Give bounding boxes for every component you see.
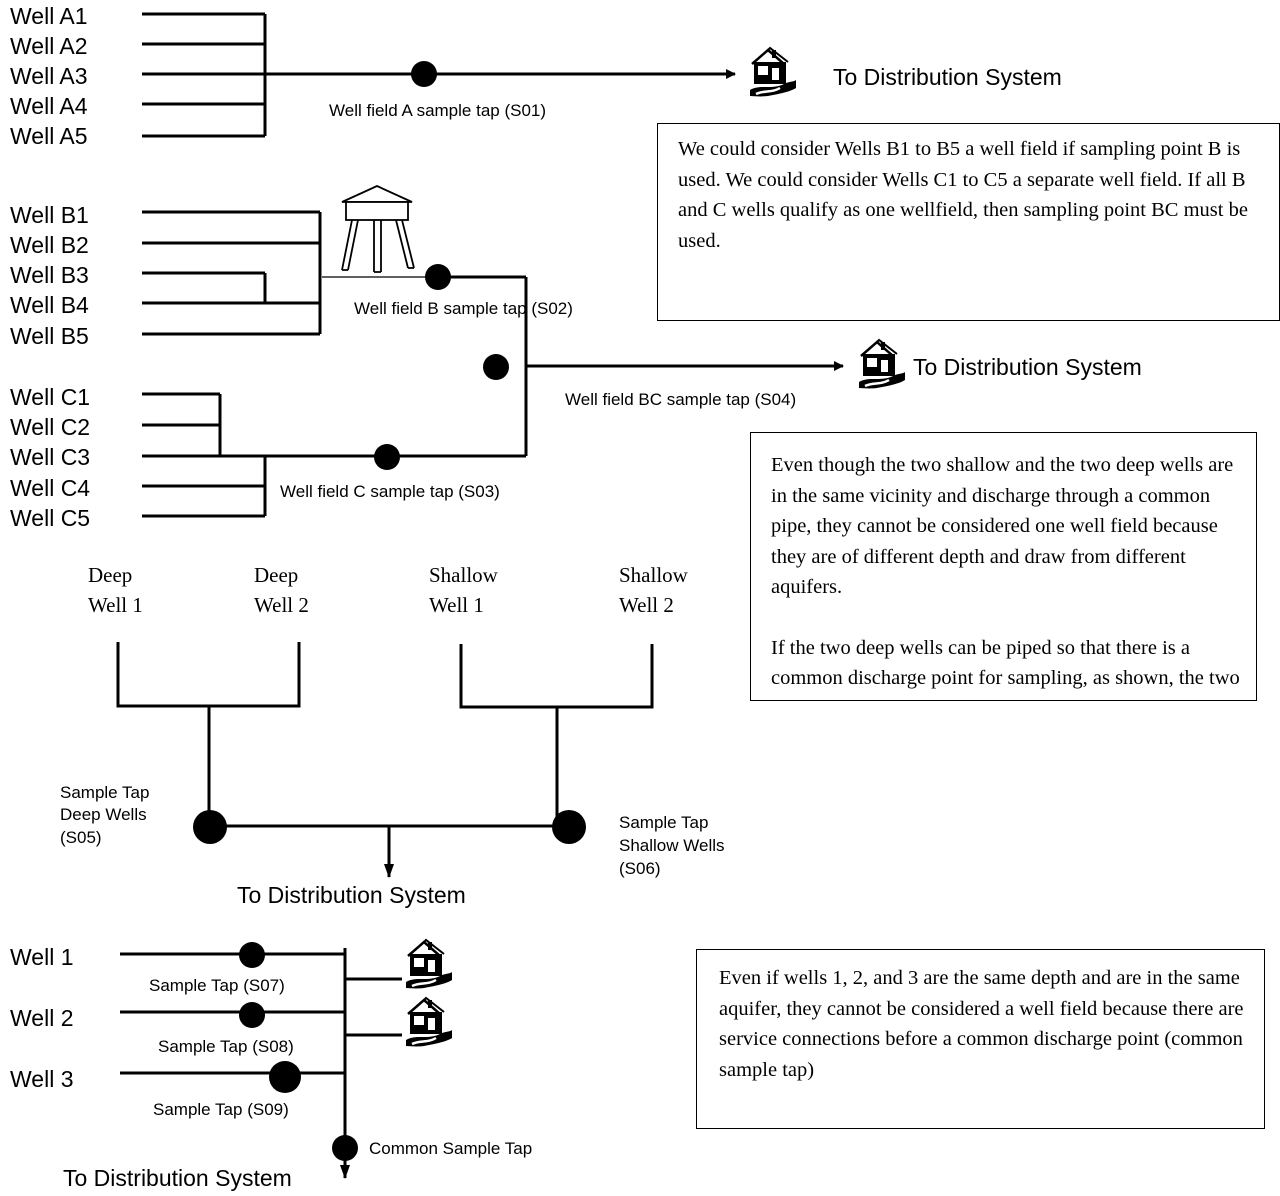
svg-text:Well A3: Well A3 [10,63,88,89]
well-label-c4: Well C4 [10,475,90,501]
deep-well-2-label: Deep Well 2 [254,563,309,617]
well-label-c2: Well C2 [10,414,90,440]
destination-label-a: To Distribution System [833,64,1062,90]
sample-tap-s01 [411,61,437,87]
sample-tap-s02 [425,264,451,290]
pipe-network-c [142,392,526,518]
common-sample-tap-label: Common Sample Tap [369,1139,532,1158]
svg-text:Well A1: Well A1 [10,3,88,29]
well-label-a5: Well A5 [10,123,88,149]
sample-tap-s05 [193,810,227,844]
svg-text:Well 2: Well 2 [619,593,674,617]
sample-tap-s09 [269,1061,301,1093]
pipe-network-depth [116,642,654,878]
well-label-c1: Well C1 [10,384,90,410]
well-label-b5: Well B5 [10,323,89,349]
note-depth-paragraph-2: If the two deep wells can be piped so th… [771,636,1240,701]
well-label-3: Well 3 [10,1066,74,1092]
svg-text:Sample Tap: Sample Tap [60,783,149,802]
well-label-a3: Well A3 [10,63,88,89]
destination-label-bc: To Distribution System [913,354,1142,380]
sample-tap-s06 [552,810,586,844]
destination-label-service: To Distribution System [63,1165,292,1191]
note-box-depth: Even though the two shallow and the two … [750,432,1257,701]
well-label-b3: Well B3 [10,262,89,288]
sample-tap-s04-label: Well field BC sample tap (S04) [565,390,796,409]
well-label-a1: Well A1 [10,3,88,29]
note-service-text: Even if wells 1, 2, and 3 are the same d… [719,967,1244,1081]
sample-tap-s07-label: Sample Tap (S07) [149,976,285,995]
common-sample-tap [332,1135,358,1161]
sample-tap-s09-label: Sample Tap (S09) [153,1100,289,1119]
well-label-a4: Well A4 [10,93,88,119]
svg-text:Shallow: Shallow [429,563,499,587]
destination-label-depth: To Distribution System [237,882,466,908]
well-label-b4: Well B4 [10,292,89,318]
well-label-1: Well 1 [10,944,74,970]
sample-tap-s03 [374,444,400,470]
section-depth: Deep Well 1 Deep Well 2 Shallow Well 1 S… [60,563,725,908]
svg-text:Sample Tap: Sample Tap [619,813,708,832]
deep-well-1-label: Deep Well 1 [88,563,143,617]
sample-tap-s04 [483,354,509,380]
well-label-c5: Well C5 [10,505,90,531]
shallow-well-2-label: Shallow Well 2 [619,563,689,617]
house-icon [857,338,907,390]
note-bc-text: We could consider Wells B1 to B5 a well … [678,138,1248,252]
section-a: Well A1 Well A2 Well A3 Well A4 Well A5 … [10,3,1062,149]
svg-text:(S06): (S06) [619,859,661,878]
sample-tap-s08-label: Sample Tap (S08) [158,1037,294,1056]
svg-text:Well A4: Well A4 [10,93,88,119]
svg-text:Deep: Deep [254,563,298,587]
svg-text:(S05): (S05) [60,828,102,847]
svg-text:Well 2: Well 2 [254,593,309,617]
svg-text:Well A5: Well A5 [10,123,88,149]
section-service: Well 1 Well 2 Well 3 Sample Tap (S07) Sa… [10,938,532,1191]
well-label-b2: Well B2 [10,232,89,258]
pipe-network-b [142,210,844,456]
well-label-2: Well 2 [10,1005,74,1031]
well-label-b1: Well B1 [10,202,89,228]
shallow-well-1-label: Shallow Well 1 [429,563,499,617]
svg-text:Shallow: Shallow [619,563,689,587]
svg-text:Well 1: Well 1 [88,593,143,617]
house-icon [748,46,798,98]
svg-text:Shallow Wells: Shallow Wells [619,836,725,855]
svg-text:Deep Wells: Deep Wells [60,805,147,824]
section-bc: Well B1 Well B2 Well B3 Well B4 Well B5 … [10,185,1142,531]
sample-tap-s02-label: Well field B sample tap (S02) [354,299,573,318]
house-icon [404,938,454,990]
svg-text:Well 1: Well 1 [429,593,484,617]
well-label-a2: Well A2 [10,33,88,59]
well-label-c3: Well C3 [10,444,90,470]
sample-tap-s08 [239,1002,265,1028]
svg-text:Well A2: Well A2 [10,33,88,59]
sample-tap-s05-label: Sample Tap Deep Wells (S05) [60,783,149,847]
note-box-bc: We could consider Wells B1 to B5 a well … [657,123,1280,321]
pipe-network-a [142,12,736,138]
note-depth-paragraph-1: Even though the two shallow and the two … [771,454,1234,598]
water-tower-icon [341,185,415,273]
house-icon [404,996,454,1048]
sample-tap-s03-label: Well field C sample tap (S03) [280,482,500,501]
note-box-service: Even if wells 1, 2, and 3 are the same d… [696,949,1265,1129]
sample-tap-s01-label: Well field A sample tap (S01) [329,101,546,120]
sample-tap-s07 [239,942,265,968]
sample-tap-s06-label: Sample Tap Shallow Wells (S06) [619,813,725,878]
svg-text:Deep: Deep [88,563,132,587]
